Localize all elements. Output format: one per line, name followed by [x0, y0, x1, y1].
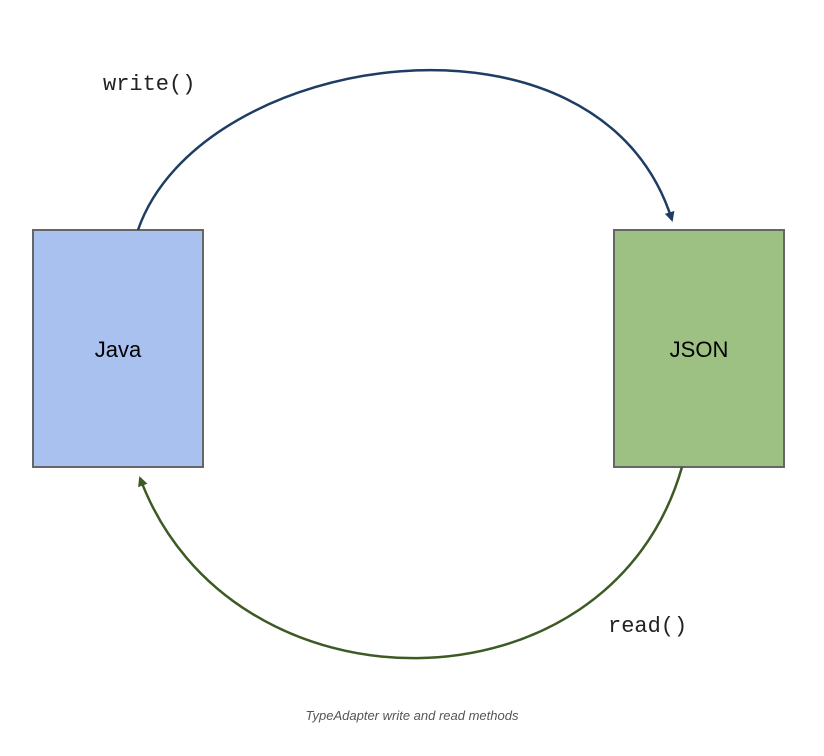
- java-box-label: Java: [95, 337, 142, 362]
- figure-caption: TypeAdapter write and read methods: [306, 708, 519, 723]
- java-box: [32, 229, 204, 468]
- read-arrow: [138, 466, 684, 660]
- write-arrow: [136, 68, 675, 231]
- read-method-label: read(): [608, 614, 687, 639]
- write-method-label: write(): [103, 72, 195, 97]
- json-box: [613, 229, 785, 468]
- json-box-label: JSON: [670, 337, 729, 362]
